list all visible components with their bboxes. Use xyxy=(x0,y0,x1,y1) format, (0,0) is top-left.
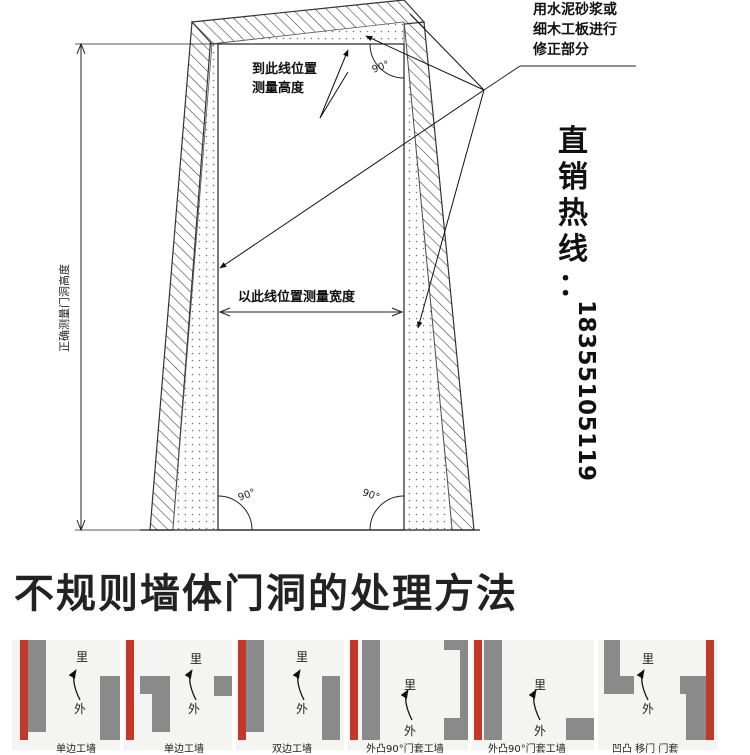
panel-2-caption: 单边工墙 xyxy=(164,744,204,755)
inner-opening xyxy=(217,43,405,531)
lintel-lower xyxy=(212,6,404,30)
wall-block-9b xyxy=(604,676,634,694)
leader-to-top xyxy=(365,35,485,91)
height-label-line-2: 测量高度 xyxy=(252,81,305,96)
height-arrow-bottom xyxy=(76,519,86,532)
frame-strip-3 xyxy=(238,640,246,740)
panel-1-inside: 里 xyxy=(76,650,89,664)
panel-strip xyxy=(12,640,718,750)
frame-strip-5 xyxy=(474,640,482,740)
angle-arc-top-right xyxy=(369,43,405,79)
repair-note-line-1: 用水泥砂浆或 xyxy=(533,2,617,18)
frame-strip-6 xyxy=(706,640,714,740)
width-arrow-left xyxy=(218,307,231,317)
leader-upper xyxy=(409,13,485,91)
wall-block-3b xyxy=(214,676,232,696)
swing-arrow-1 xyxy=(68,669,81,701)
height-label-line-1: 到此线位置 xyxy=(252,62,318,77)
swing-arrow-2 xyxy=(184,669,197,701)
frame-strip-4 xyxy=(350,640,358,740)
panel-6-outside: 外 xyxy=(642,702,655,716)
hotline-char-5: ： xyxy=(558,268,588,303)
hotline-char-4: 线 xyxy=(558,232,588,267)
width-arrow-right xyxy=(391,307,404,317)
swing-arrow-3 xyxy=(292,669,305,701)
note-leader-main xyxy=(483,65,521,91)
wall-block-6 xyxy=(444,640,468,740)
wall-block-4 xyxy=(246,640,264,732)
hotline-label: 直 销 热 线 ： xyxy=(553,124,593,304)
hotline-char-2: 销 xyxy=(558,160,588,195)
panel-6-caption: 凹凸 移门 门套 xyxy=(612,744,679,755)
panel-6-inside: 里 xyxy=(642,652,655,666)
width-measure-label: 以此线位置测量宽度 xyxy=(236,289,358,307)
repair-note: 用水泥砂浆或 细木工板进行 修正部分 xyxy=(533,0,653,60)
panel-3-caption: 双边工墙 xyxy=(272,744,312,755)
panel-1-caption: 单边工墙 xyxy=(56,744,96,755)
correct-height-label: 正确测量门洞高度 xyxy=(58,264,71,352)
panel-3-outside: 外 xyxy=(296,702,309,716)
leader-to-left xyxy=(219,89,485,269)
panel-5-inside: 里 xyxy=(534,678,547,692)
panel-1-outside: 外 xyxy=(74,702,87,716)
wall-block-2b xyxy=(100,676,120,696)
hotline-phone: 18355105119 xyxy=(573,300,599,482)
panel-5-outside: 外 xyxy=(534,724,547,738)
height-label-leader xyxy=(319,71,349,119)
swing-arrow-6 xyxy=(636,669,649,701)
height-label-leader-2 xyxy=(319,49,349,119)
swing-arrow-4 xyxy=(400,689,413,721)
panel-4-inside: 里 xyxy=(404,678,417,692)
hotline-char-3: 热 xyxy=(558,196,588,231)
wall-block-7 xyxy=(484,640,502,740)
wall-block-9 xyxy=(604,640,620,676)
panel-4-caption: 外凸90°门套工墙 xyxy=(366,744,444,755)
section-title: 不规则墙体门洞的处理方法 xyxy=(14,571,518,617)
repair-note-line-3: 修正部分 xyxy=(533,42,589,58)
wall-block-5 xyxy=(362,640,380,740)
frame-strip-2 xyxy=(126,640,134,740)
wall-block-3 xyxy=(140,676,170,732)
wall-block-10 xyxy=(680,676,706,740)
panel-5-caption: 外凸90°门套工墙 xyxy=(488,744,566,755)
height-measure-label: 到此线位置 测量高度 xyxy=(250,60,320,98)
angle-arc-bottom-left xyxy=(217,495,253,531)
angle-arc-bottom-right xyxy=(369,495,405,531)
leader-to-right xyxy=(416,89,485,329)
panel-2-inside: 里 xyxy=(190,652,203,666)
hotline-char-1: 直 xyxy=(558,124,588,159)
height-arrow-top xyxy=(76,42,86,55)
panel-4-outside: 外 xyxy=(404,724,417,738)
wall-block-4b xyxy=(322,676,340,740)
panel-2-outside: 外 xyxy=(188,702,201,716)
wall-block-1 xyxy=(28,640,46,732)
panel-3-inside: 里 xyxy=(296,650,309,664)
swing-arrow-5 xyxy=(528,689,541,721)
frame-strip-1 xyxy=(20,640,28,740)
repair-note-line-2: 细木工板进行 xyxy=(533,22,617,38)
wall-block-8 xyxy=(566,718,594,740)
